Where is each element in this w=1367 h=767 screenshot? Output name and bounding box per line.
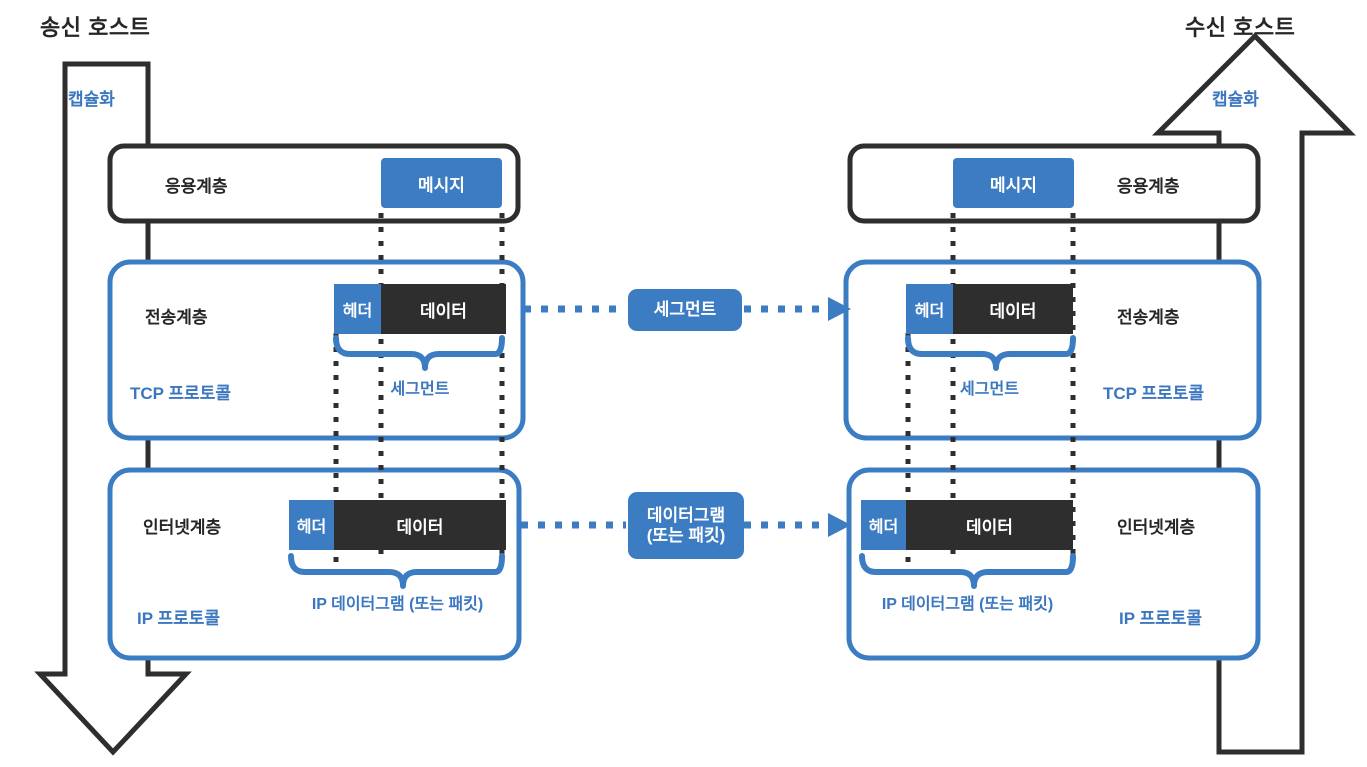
sender-segment-brace-label: 세그먼트: [390, 381, 450, 398]
receiver-host-title: 수신 호스트: [1185, 15, 1296, 40]
receiver-segment-brace-label: 세그먼트: [960, 381, 1019, 398]
receiver-ip-protocol-label: IP 프로토콜: [1119, 609, 1203, 628]
receiver-message-pdu: 메시지: [953, 158, 1074, 208]
receiver-segment-data: 데이터: [953, 284, 1073, 334]
receiver-datagram-header: 헤더: [861, 500, 906, 550]
sender-encapsulation-label: 캡슐화: [68, 90, 115, 109]
sender-transport-layer-label: 전송계층: [145, 308, 208, 327]
sender-datagram-brace-label: IP 데이터그램 (또는 패킷): [311, 596, 484, 613]
receiver-datagram-brace: [859, 553, 1076, 589]
receiver-segment-brace: [905, 335, 1076, 371]
sender-ip-protocol-label: IP 프로토콜: [137, 609, 221, 628]
sender-tcp-protocol-label: TCP 프로토콜: [130, 384, 231, 403]
sender-datagram-header: 헤더: [289, 500, 334, 550]
datagram-transfer-arrowhead: [828, 513, 851, 537]
sender-application-layer-label: 응용계층: [165, 177, 228, 196]
receiver-internet-layer-label: 인터넷계층: [1117, 518, 1196, 537]
sender-internet-layer-box: [107, 467, 522, 661]
sender-segment-brace: [333, 335, 505, 371]
sender-internet-layer-label: 인터넷계층: [143, 518, 222, 537]
sender-segment-data: 데이터: [381, 284, 506, 334]
receiver-internet-layer-box: [846, 467, 1261, 661]
receiver-segment-header: 헤더: [906, 284, 953, 334]
sender-datagram-data: 데이터: [334, 500, 506, 550]
sender-host-title: 송신 호스트: [40, 15, 151, 40]
receiver-transport-layer-label: 전송계층: [1117, 308, 1180, 327]
sender-segment-header: 헤더: [334, 284, 381, 334]
segment-transfer-chip: 세그먼트: [628, 289, 742, 331]
sender-datagram-brace: [288, 553, 505, 589]
receiver-datagram-brace-label: IP 데이터그램 (또는 패킷): [881, 596, 1054, 613]
sender-message-pdu: 메시지: [381, 158, 502, 208]
receiver-application-layer-label: 응용계층: [1117, 177, 1180, 196]
receiver-datagram-data: 데이터: [906, 500, 1073, 550]
segment-transfer-arrowhead: [828, 297, 851, 321]
datagram-transfer-chip: 데이터그램 (또는 패킷): [628, 492, 744, 559]
receiver-tcp-protocol-label: TCP 프로토콜: [1103, 384, 1204, 403]
receiver-decapsulation-label: 캡슐화: [1212, 90, 1259, 109]
